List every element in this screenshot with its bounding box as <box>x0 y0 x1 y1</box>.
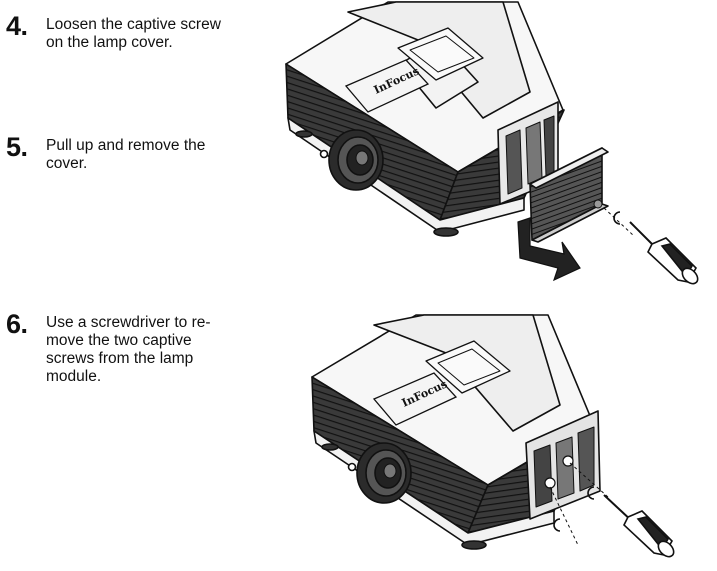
step-5: 5. Pull up and remove the cover. <box>6 134 205 173</box>
projector-lens <box>347 442 412 504</box>
projector-body <box>285 1 565 237</box>
infocus-logo: InFocus <box>372 372 458 426</box>
arrow-down-right-icon <box>517 217 581 282</box>
step-6: 6. Use a screwdriver to re- move the two… <box>6 311 211 386</box>
projector-body <box>311 314 601 550</box>
step-number: 4. <box>6 11 28 41</box>
screwdriver-icon <box>603 494 675 558</box>
projector-cover-removal-illustration: InFocus <box>285 1 699 285</box>
screwdriver-icon <box>629 221 699 285</box>
step-instruction: Pull up and remove the cover. <box>46 137 206 172</box>
infocus-logo: InFocus <box>344 59 430 113</box>
step-4: 4. Loosen the captive screw on the lamp … <box>6 13 221 52</box>
captive-screw-icon <box>603 207 635 237</box>
step-number: 5. <box>6 132 28 162</box>
step-number: 6. <box>6 309 28 339</box>
projector-lens <box>319 129 384 191</box>
projector-lamp-screws-illustration: InFocus <box>311 314 675 558</box>
lamp-cover <box>529 147 609 243</box>
step-instruction: Use a screwdriver to re- move the two ca… <box>46 314 211 385</box>
captive-screw-icon <box>549 462 609 546</box>
step-instruction: Loosen the captive screw on the lamp cov… <box>46 16 221 51</box>
